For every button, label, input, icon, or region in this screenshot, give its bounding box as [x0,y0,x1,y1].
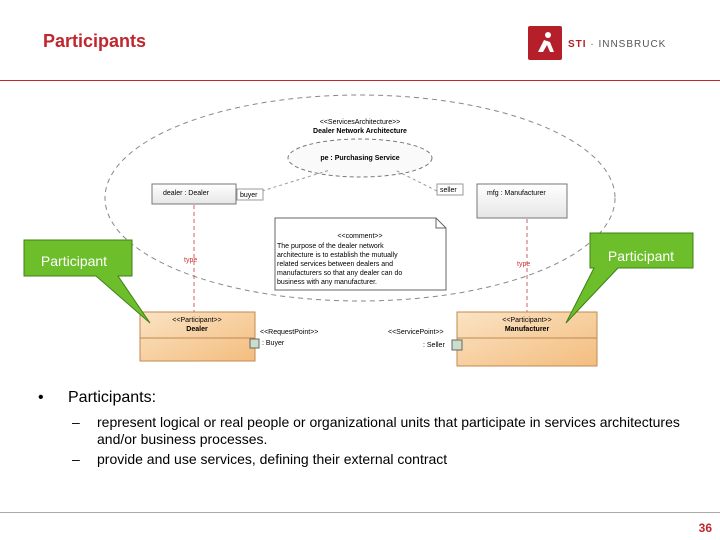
comment-line: business with any manufacturer. [277,279,377,286]
part-dealer-name: dealer : Dealer [163,190,210,197]
logo-mark-icon [528,26,562,60]
type-label-left: type [184,257,197,264]
architecture-name: Dealer Network Architecture [313,128,407,135]
callout-left [23,239,151,324]
role-buyer-box [236,188,264,201]
logo-text: STI · INNSBRUCK [568,39,667,50]
comment-note [274,217,447,291]
part-dealer [151,183,237,205]
sub-bullet: –provide and use services, defining thei… [72,451,448,467]
mfr-stereotype: <<Participant>> [502,317,551,324]
request-port-stereotype: <<RequestPoint>> [260,329,318,336]
callout-left-text: Participant [41,253,107,269]
sti-logo: STI · INNSBRUCK [528,26,678,60]
service-port-stereotype: <<ServicePoint>> [388,329,444,336]
architecture-stereotype: <<ServicesArchitecture>> [320,119,401,126]
role-seller: seller [440,187,457,194]
callout-right [565,232,694,324]
callout-right-text: Participant [608,248,674,264]
role-buyer: buyer [240,192,258,199]
dealer-stereotype: <<Participant>> [172,317,221,324]
service-port-icon [451,339,463,351]
architecture-ellipse [104,94,616,302]
role-line-buyer [261,169,331,192]
footer-divider [0,512,720,513]
sub-bullet-list: –represent logical or real people or org… [38,414,698,468]
service-port-name: : Seller [423,342,445,349]
header-divider [0,80,720,81]
page-number: 36 [698,521,712,535]
comment-line: The purpose of the dealer network [277,243,384,250]
comment-line: related services between dealers and [277,261,393,268]
slide-title: Participants [43,31,147,51]
comment-line: manufacturers so that any dealer can do [277,270,402,277]
role-line-seller [394,169,438,192]
comment-stereotype: <<comment>> [337,233,382,240]
comment-line: architecture is to establish the mutuall… [277,252,398,259]
request-port-name: : Buyer [262,340,285,347]
request-port-icon [249,338,260,349]
participant-dealer [139,311,256,362]
type-label-right: type [517,261,530,268]
uml-diagram: <<ServicesArchitecture>> Dealer Network … [23,94,694,367]
dealer-name: Dealer [186,326,208,333]
content-bullets: •Participants: –represent logical or rea… [38,389,698,471]
part-mfg-name: mfg : Manufacturer [487,190,546,197]
mfr-name: Manufacturer [505,326,550,333]
role-seller-box [436,183,464,196]
bullet-participants: •Participants: [38,389,157,406]
collaboration-name: pe : Purchasing Service [320,155,399,162]
part-mfg [476,183,568,219]
sub-bullet: –represent logical or real people or org… [72,414,680,447]
collaboration-ellipse [287,138,433,178]
participant-manufacturer [456,311,598,367]
